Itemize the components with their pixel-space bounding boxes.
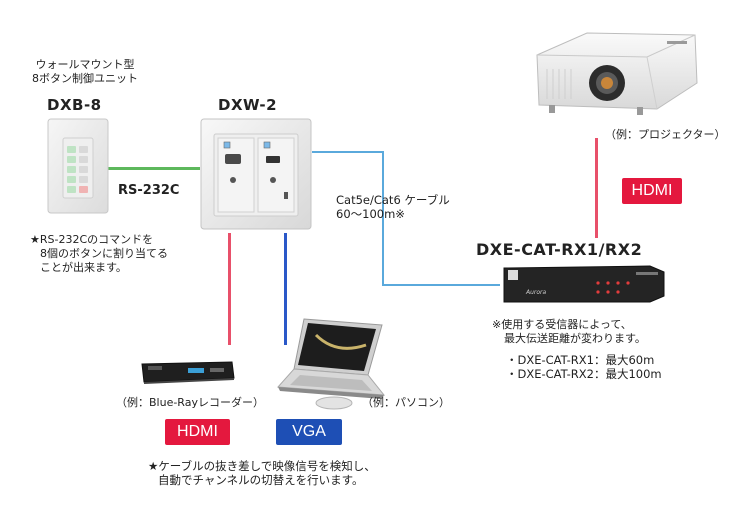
vga-cable-pc [284, 233, 287, 345]
bottom-note-line2: 自動でチャンネルの切替えを行います。 [158, 473, 364, 487]
dxb8-note-line3: ことが出来ます。 [40, 261, 127, 274]
receiver-specs: ・DXE-CAT-RX1：最大60m ・DXE-CAT-RX2：最大100m [506, 353, 662, 381]
projector-hdmi-badge: HDMI [622, 178, 682, 204]
receiver-spec-2: ・DXE-CAT-RX2：最大100m [506, 367, 662, 381]
pc-device [276, 315, 388, 415]
dxb8-note: ★RS-232Cのコマンドを 8個のボタンに割り当てる ことが出来ます。 [30, 233, 168, 275]
dxb8-note-line2: 8個のボタンに割り当てる [40, 247, 168, 260]
cable-label-line1: Cat5e/Cat6 ケーブル [336, 193, 450, 207]
hdmi-cable-projector [595, 138, 598, 238]
dxw2-device [200, 118, 312, 230]
bluray-hdmi-badge: HDMI [165, 419, 230, 445]
dxw2-title: DXW-2 [218, 96, 278, 114]
receiver-note-line1: ※使用する受信器によって、 [492, 318, 632, 331]
dxb8-caption-line2: 8ボタン制御ユニット [32, 72, 138, 85]
pc-vga-badge: VGA [276, 419, 342, 445]
dxb8-title: DXB-8 [47, 96, 102, 114]
dxb8-caption-line1: ウォールマウント型 [35, 58, 135, 71]
hdmi-cable-bluray [228, 233, 231, 345]
cable-label: Cat5e/Cat6 ケーブル 60～100m※ [336, 193, 450, 221]
receiver-logo: Aurora [526, 289, 547, 296]
dxb8-caption: ウォールマウント型 8ボタン制御ユニット [30, 58, 140, 86]
rs232-label: RS-232C [118, 183, 180, 198]
dxb8-buttons [67, 146, 88, 193]
receiver-title: DXE-CAT-RX1/RX2 [476, 240, 643, 259]
cat-cable-segment-3 [382, 284, 500, 286]
bluray-caption: （例：Blue-Rayレコーダー） [116, 396, 264, 409]
cat-cable-segment-2 [382, 151, 384, 286]
bluray-device [140, 360, 236, 384]
dxb8-note-line1: ★RS-232Cのコマンドを [30, 233, 154, 246]
receiver-note-line2: 最大伝送距離が変わります。 [504, 332, 646, 345]
cat-cable-segment-1 [312, 151, 384, 153]
receiver-note: ※使用する受信器によって、 最大伝送距離が変わります。 [492, 318, 646, 346]
pc-caption: （例：パソコン） [362, 396, 450, 409]
bottom-note: ★ケーブルの抜き差しで映像信号を検知し、 自動でチャンネルの切替えを行います。 [148, 459, 376, 487]
bottom-note-line1: ★ケーブルの抜き差しで映像信号を検知し、 [148, 459, 376, 473]
dxb8-device [47, 118, 109, 214]
projector-device [527, 25, 702, 120]
cable-label-line2: 60～100m※ [336, 207, 405, 221]
receiver-device [500, 262, 668, 304]
receiver-spec-1: ・DXE-CAT-RX1：最大60m [506, 353, 655, 367]
rs232-cable [108, 167, 200, 170]
projector-caption: （例：プロジェクター） [605, 128, 726, 141]
